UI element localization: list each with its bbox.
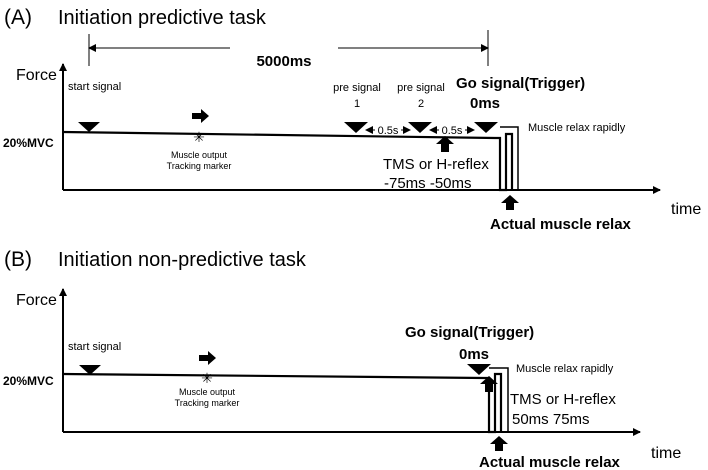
panel-a: (A) Initiation predictive task 5000ms Fo… (3, 6, 701, 233)
tracking-label-2: Tracking marker (175, 398, 240, 408)
go-signal-marker (467, 364, 491, 375)
panel-b-label: (B) (4, 248, 32, 271)
relax-box (500, 126, 519, 190)
pre-signal-1-label: pre signal (333, 82, 381, 94)
stimulation-arrow-icon (480, 376, 498, 392)
panel-b: (B) Initiation non-predictive task Force… (3, 248, 681, 470)
pre-signal-2-marker (408, 122, 432, 133)
tms-label: TMS or H-reflex (383, 156, 489, 173)
tracking-label-1: Muscle output (171, 150, 228, 160)
pre-signal-1-number: 1 (354, 98, 360, 110)
x-axis-label: time (651, 445, 681, 462)
tracking-star-icon: ✳ (201, 370, 213, 386)
tracking-label-1: Muscle output (179, 387, 236, 397)
start-signal-label: start signal (68, 81, 121, 93)
y-axis-label: Force (16, 292, 57, 309)
force-trace (62, 130, 514, 192)
actual-relax-arrow-icon (501, 195, 519, 210)
x-axis-label: time (671, 201, 701, 218)
actual-relax-label: Actual muscle relax (479, 454, 621, 470)
relax-rapidly-label: Muscle relax rapidly (516, 363, 614, 375)
panel-a-title: Initiation predictive task (58, 7, 267, 29)
duration-label: 5000ms (256, 53, 311, 70)
relax-rapidly-label: Muscle relax rapidly (528, 122, 626, 134)
go-signal-time: 0ms (459, 346, 489, 363)
tracking-star-icon: ✳ (193, 129, 205, 145)
y-axis-label: Force (16, 67, 57, 84)
tracking-label-2: Tracking marker (167, 161, 232, 171)
actual-relax-label: Actual muscle relax (490, 216, 632, 233)
tms-times-label: -75ms -50ms (384, 175, 472, 192)
interval-1-label: 0.5s (378, 125, 399, 137)
go-signal-marker (474, 122, 498, 133)
start-signal-marker (79, 365, 101, 375)
pre-signal-2-number: 2 (418, 98, 424, 110)
tracking-arrow-icon (192, 109, 209, 123)
stimulation-arrow-icon (436, 136, 454, 152)
force-trace (62, 372, 503, 434)
level-label: 20%MVC (3, 136, 54, 150)
pre-signal-2-label: pre signal (397, 82, 445, 94)
interval-2-label: 0.5s (442, 125, 463, 137)
go-signal-label: Go signal(Trigger) (456, 75, 585, 92)
start-signal-label: start signal (68, 341, 121, 353)
start-signal-marker (78, 122, 100, 132)
tms-times-label: 50ms 75ms (512, 411, 590, 428)
panel-a-label: (A) (4, 6, 32, 29)
actual-relax-arrow-icon (490, 436, 508, 451)
tracking-arrow-icon (199, 351, 216, 365)
level-label: 20%MVC (3, 374, 54, 388)
go-signal-time: 0ms (470, 95, 500, 112)
tms-label: TMS or H-reflex (510, 391, 616, 408)
pre-signal-1-marker (344, 122, 368, 133)
relax-box (489, 367, 509, 432)
go-signal-label: Go signal(Trigger) (405, 324, 534, 341)
panel-b-title: Initiation non-predictive task (58, 249, 307, 271)
